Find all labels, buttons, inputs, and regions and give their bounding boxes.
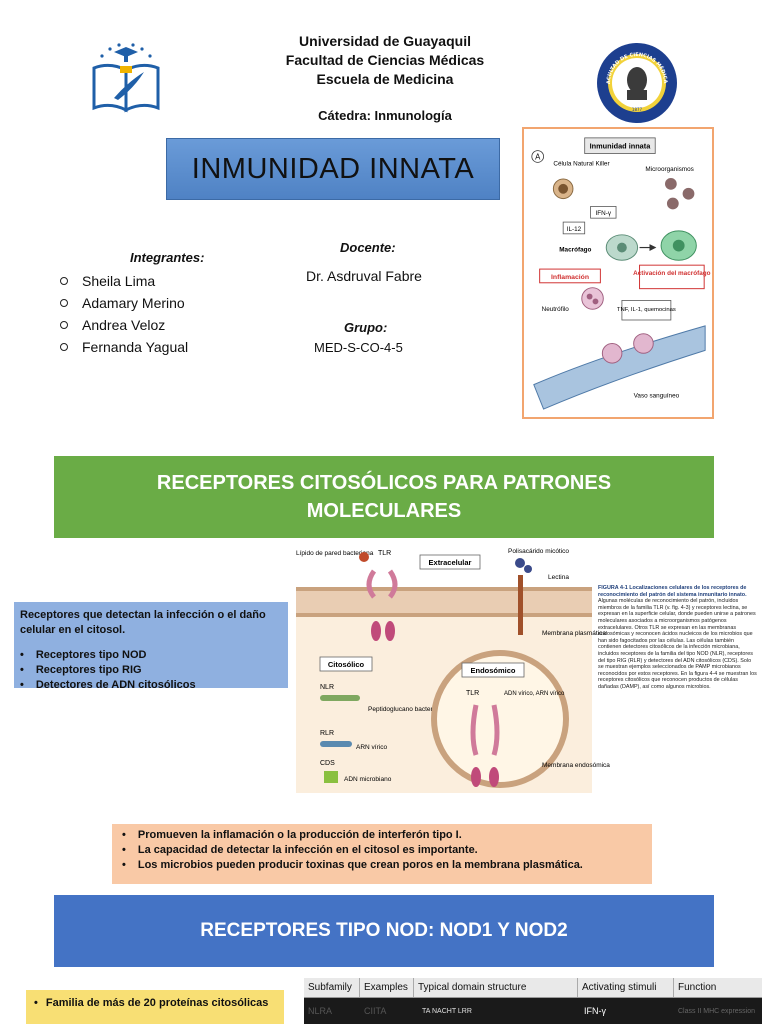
il12-label: IL-12	[567, 226, 582, 233]
teacher-name: Dr. Asdruval Fabre	[306, 268, 422, 284]
faculty-seal-logo: 1877 FACULTAD DE CIENCIAS MÉDICAS	[594, 38, 678, 124]
plasma-membrane-label: Membrana plasmática	[542, 630, 606, 637]
page-title-box: INMUNIDAD INNATA	[166, 138, 500, 200]
table-header-cell: Typical domain structure	[414, 978, 578, 997]
nk-label: Célula Natural Killer	[553, 160, 610, 167]
neutrophil-label: Neutrófilo	[542, 306, 570, 313]
extracellular-label: Extracelular	[429, 558, 472, 567]
table-cell: IFN-γ	[584, 1006, 606, 1016]
faculty-name: Facultad de Ciencias Médicas	[285, 52, 485, 68]
list-item: Fernanda Yagual	[60, 336, 188, 358]
section-title: RECEPTORES CITOSÓLICOS PARA PATRONES MOL…	[156, 472, 612, 522]
table-header-cell: Function	[678, 982, 717, 993]
table-cell: Class II MHC expression	[678, 1007, 756, 1015]
chair-label: Cátedra:	[318, 108, 371, 123]
lipid-label: Lípido de pared bacteriana	[296, 550, 374, 557]
ifn-label: IFN-γ	[596, 210, 612, 217]
members-heading: Integrantes:	[130, 250, 205, 265]
circle-bullet-icon	[60, 277, 68, 285]
seal-year: 1877	[632, 107, 643, 112]
list-item: Sheila Lima	[60, 270, 188, 292]
list-item: Receptores tipo RIG	[20, 663, 282, 678]
list-item: Andrea Veloz	[60, 314, 188, 336]
endosomal-label: Endosómico	[470, 666, 515, 675]
receptor-list: Receptores tipo NOD Receptores tipo RIG …	[20, 648, 282, 693]
chair-value: Inmunología	[374, 108, 452, 123]
innate-immunity-figure: Célula Natural Killer Inmunidad innata A…	[522, 127, 714, 419]
table-header-cell: Subfamily	[304, 978, 360, 997]
teacher-heading: Docente:	[340, 240, 396, 255]
table-cell: NLRA	[308, 1006, 333, 1016]
section-title: RECEPTORES TIPO NOD: NOD1 Y NOD2	[200, 920, 568, 941]
list-item: Receptores tipo NOD	[20, 648, 282, 663]
peptidoglycan-label: Peptidoglucano bacteriano	[368, 706, 445, 713]
nod-family-text: Familia de más de 20 proteínas citosólic…	[34, 997, 268, 1009]
circle-bullet-icon	[60, 299, 68, 307]
list-item: Promueven la inflamación o la producción…	[122, 828, 642, 843]
rna-label: ARN vírico	[356, 744, 387, 751]
macrophage-label: Macrófago	[559, 246, 591, 253]
table-cell: CIITA	[364, 1006, 387, 1016]
nlr-label: NLR	[320, 684, 334, 691]
group-heading: Grupo:	[344, 320, 388, 335]
intro-text: Receptores que detectan la infección o e…	[20, 609, 266, 636]
school-name: Escuela de Medicina	[316, 71, 454, 87]
figure-caption-body: Algunas moléculas de reconocimiento del …	[598, 598, 757, 690]
polysaccharide-label: Polisacárido micótico	[508, 548, 569, 555]
endosomal-membrane-label: Membrana endosómica	[542, 762, 610, 769]
rlr-label: RLR	[320, 730, 334, 737]
dna-label: ADN microbiano	[344, 776, 392, 783]
table-cell: TA NACHT LRR	[422, 1007, 472, 1015]
microorganisms-label: Microorganismos	[645, 166, 693, 173]
members-list: Sheila Lima Adamary Merino Andrea Veloz …	[60, 270, 188, 358]
section-banner-nod: RECEPTORES TIPO NOD: NOD1 Y NOD2	[54, 895, 714, 967]
endosomal-tlr-label: TLR	[466, 690, 479, 697]
section-banner-cytosolic: RECEPTORES CITOSÓLICOS PARA PATRONES MOL…	[54, 456, 714, 538]
cytosolic-label: Citosólico	[328, 660, 365, 669]
nlr-table-figure: Subfamily Examples Typical domain struct…	[304, 978, 762, 1024]
list-item: Detectores de ADN citosólicos	[20, 678, 282, 693]
cds-label: CDS	[320, 760, 335, 767]
list-item: Los microbios pueden producir toxinas qu…	[122, 858, 642, 873]
cytosolic-points-box: Promueven la inflamación o la producción…	[112, 824, 652, 884]
points-list: Promueven la inflamación o la producción…	[122, 828, 642, 873]
figure-header-text: Inmunidad innata	[590, 142, 652, 151]
table-row: NLRA CIITA TA NACHT LRR IFN-γ Class II M…	[304, 998, 762, 1024]
cytosolic-intro-box: Receptores que detectan la infección o e…	[14, 602, 288, 691]
chair-line: Cátedra: Inmunología	[220, 108, 550, 123]
page-title: INMUNIDAD INNATA	[191, 152, 475, 185]
tlr-label: TLR	[378, 550, 391, 557]
viral-nucleic-label: ADN vírico, ARN vírico	[504, 691, 565, 697]
panel-letter: A	[535, 152, 541, 161]
lectin-label: Lectina	[548, 574, 569, 581]
cytokines-label: TNF, IL-1, quemocinas	[617, 307, 676, 313]
vessel-label: Vaso sanguíneo	[634, 392, 680, 399]
table-header-row: Subfamily Examples Typical domain struct…	[304, 978, 762, 998]
nod-family-box: Familia de más de 20 proteínas citosólic…	[26, 990, 284, 1024]
institution-header: Universidad de Guayaquil Facultad de Cie…	[220, 32, 550, 89]
list-item: La capacidad de detectar la infección en…	[122, 843, 642, 858]
circle-bullet-icon	[60, 321, 68, 329]
university-logo	[84, 36, 168, 116]
figure-caption-title: FIGURA 4-1 Localizaciones celulares de l…	[598, 585, 747, 598]
receptor-location-figure: Lípido de pared bacteriana TLR Extracelu…	[290, 545, 762, 795]
university-name: Universidad de Guayaquil	[299, 33, 471, 49]
group-value: MED-S-CO-4-5	[314, 340, 403, 355]
circle-bullet-icon	[60, 343, 68, 351]
table-header-cell: Activating stimuli	[578, 978, 674, 997]
list-item: Adamary Merino	[60, 292, 188, 314]
macrophage-activation-label: Activación del macrófago	[633, 270, 711, 277]
inflammation-label: Inflamación	[551, 274, 589, 281]
table-header-cell: Examples	[360, 978, 414, 997]
